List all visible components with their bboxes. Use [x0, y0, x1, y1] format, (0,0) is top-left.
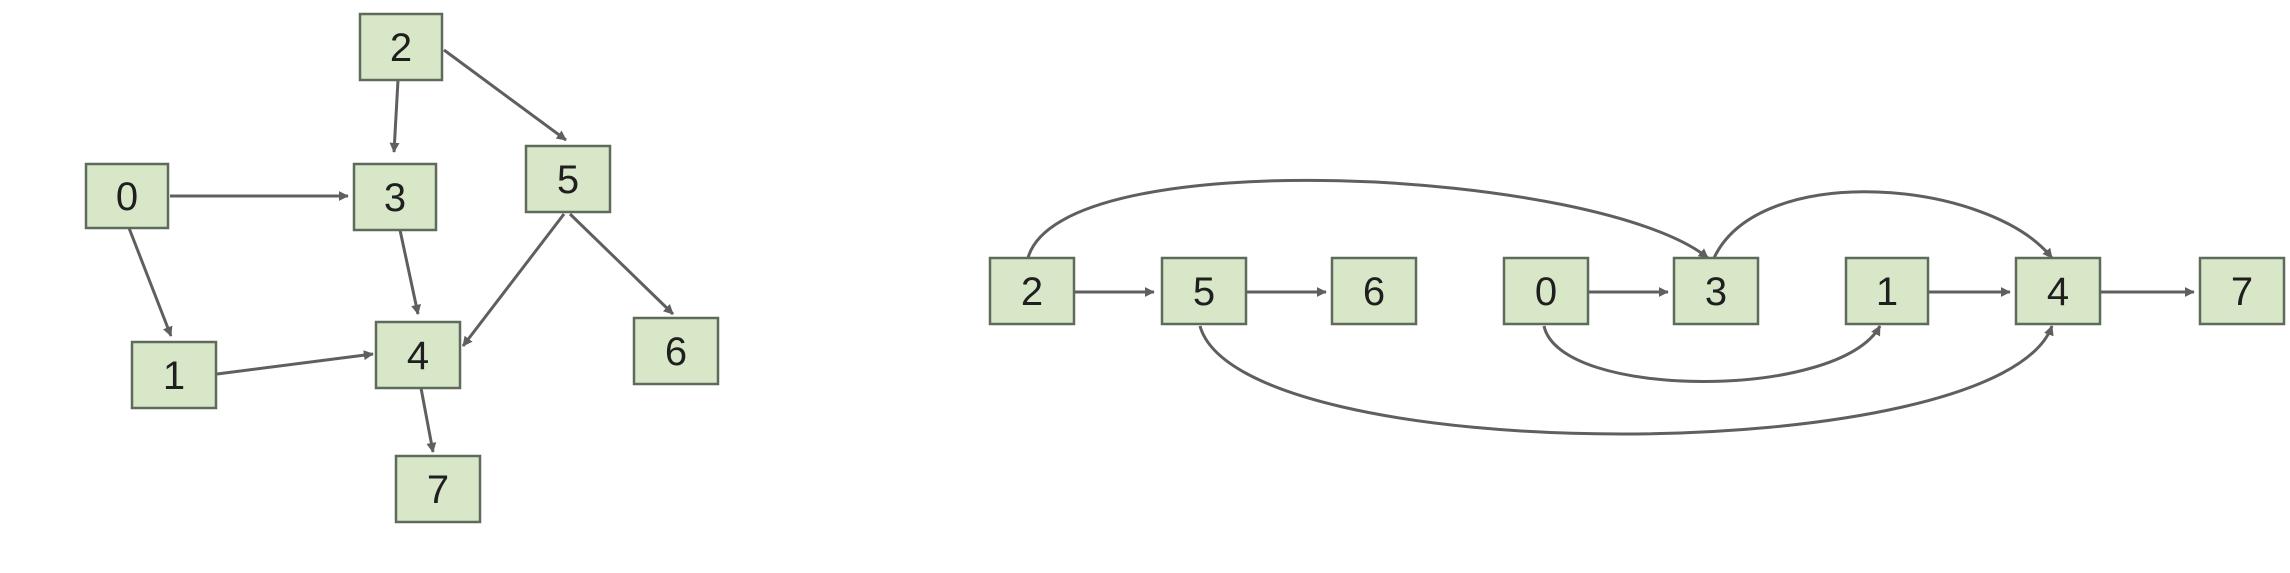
edge-3-4 [398, 229, 421, 315]
node-4: 4 [374, 320, 462, 390]
topo-node-2: 2 [988, 256, 1076, 326]
topo-node-4-label: 4 [2047, 270, 2069, 314]
node-1: 1 [130, 340, 218, 410]
topological-order-nodes: 2 5 6 0 3 1 4 [988, 256, 2286, 326]
node-4-label: 4 [407, 334, 429, 378]
node-6: 6 [632, 316, 720, 386]
topological-order: 2 5 6 0 3 1 4 [988, 178, 2286, 436]
topo-node-2-label: 2 [1021, 270, 1043, 314]
edge-5-4-arc [1198, 325, 2054, 436]
node-1-label: 1 [163, 354, 185, 398]
edge-1-4 [216, 350, 374, 376]
node-3: 3 [352, 162, 438, 232]
topo-node-1-label: 1 [1876, 270, 1898, 314]
node-6-label: 6 [665, 330, 687, 374]
topo-node-3-label: 3 [1705, 270, 1727, 314]
edge-5-6 [568, 212, 675, 316]
node-7: 7 [394, 454, 482, 524]
topo-node-5: 5 [1160, 256, 1248, 326]
node-5: 5 [524, 144, 612, 214]
edge-2-3 [389, 79, 400, 153]
edge-2-5 [443, 48, 567, 142]
edge-2-3-arc [1026, 178, 1709, 260]
node-3-label: 3 [384, 176, 406, 220]
node-0: 0 [84, 162, 170, 230]
topo-node-5-label: 5 [1193, 270, 1215, 314]
node-2-label: 2 [390, 26, 412, 70]
edge-0-1 [127, 227, 173, 337]
node-2: 2 [358, 12, 444, 82]
topological-order-edges [1026, 178, 2195, 436]
original-graph: 2 0 3 5 1 4 6 [84, 12, 720, 524]
node-0-label: 0 [116, 175, 138, 219]
topo-node-6: 6 [1330, 256, 1418, 326]
edge-0-1-arc [1542, 325, 1882, 383]
topo-node-3: 3 [1672, 256, 1760, 326]
node-7-label: 7 [427, 468, 449, 512]
topo-node-1: 1 [1844, 256, 1930, 326]
node-5-label: 5 [557, 158, 579, 202]
edge-4-7 [419, 387, 437, 453]
topo-node-6-label: 6 [1363, 270, 1385, 314]
topo-node-7-label: 7 [2231, 270, 2253, 314]
topo-node-7: 7 [2198, 256, 2286, 326]
edge-3-4-arc [1712, 190, 2054, 259]
original-graph-edges [127, 48, 675, 453]
topo-node-0: 0 [1502, 256, 1590, 326]
edge-5-4 [461, 213, 566, 347]
original-graph-nodes: 2 0 3 5 1 4 6 [84, 12, 720, 524]
topo-node-4: 4 [2014, 256, 2102, 326]
topo-node-0-label: 0 [1535, 270, 1557, 314]
